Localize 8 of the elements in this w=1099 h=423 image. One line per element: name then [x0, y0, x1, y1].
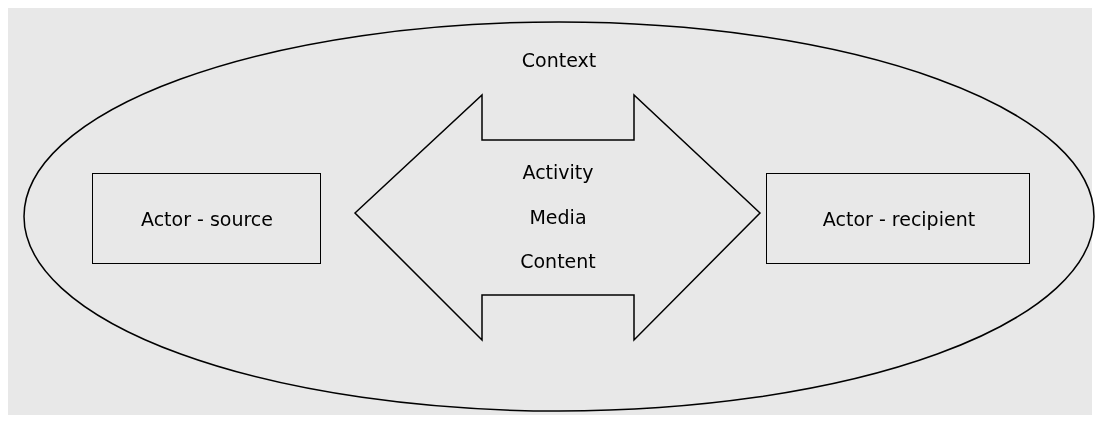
actor-box	[766, 173, 1030, 264]
node-label: Activity	[522, 161, 594, 183]
node-label: Media	[529, 206, 587, 228]
node-label: Actor - recipient	[822, 208, 976, 230]
node-label: Content	[520, 250, 596, 272]
node-label: Actor - source	[141, 208, 273, 230]
actor-box	[92, 173, 321, 264]
node-label: Context	[521, 49, 597, 71]
